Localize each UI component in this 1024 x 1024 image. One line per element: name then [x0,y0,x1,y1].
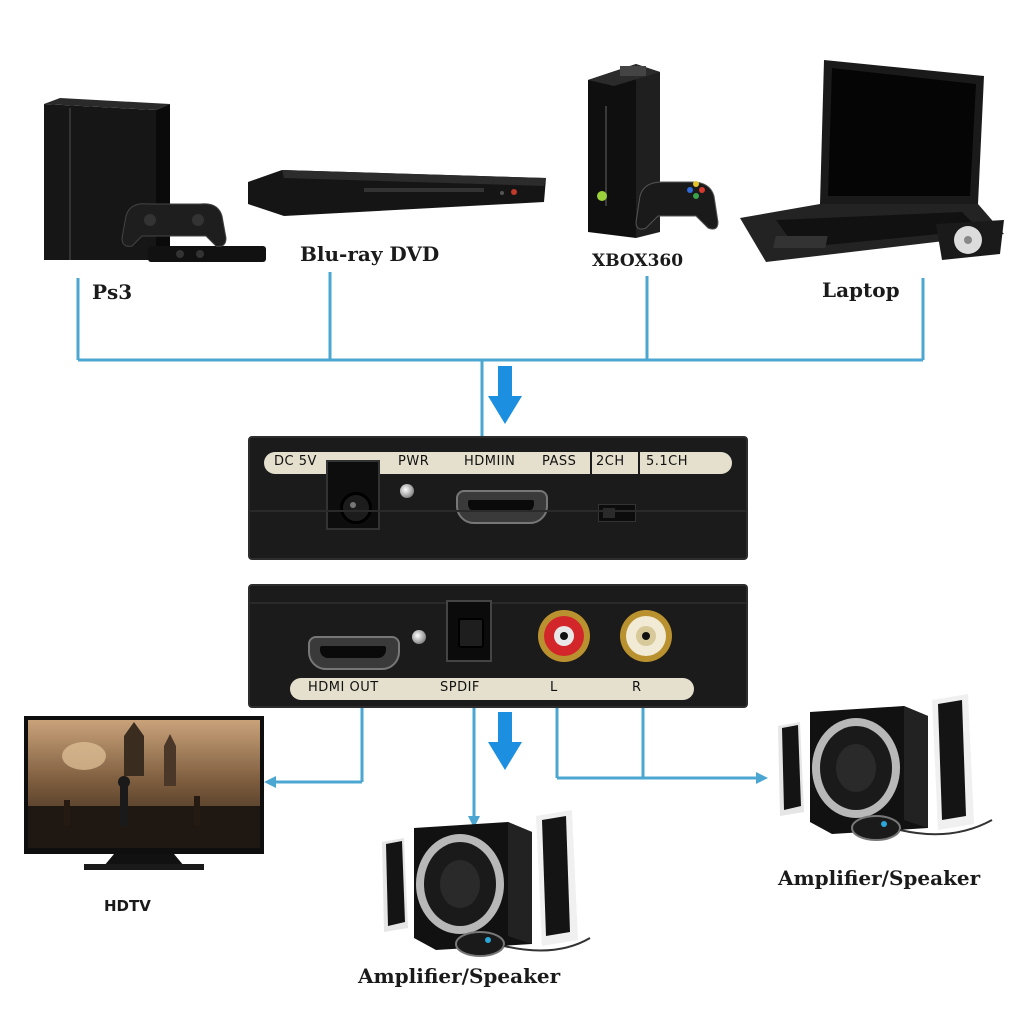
bluray-player-image [244,164,550,222]
power-led [400,484,414,498]
rca-right-pin [642,632,650,640]
xbox360-console-image [584,56,720,242]
laptop-image [736,56,1006,272]
output-led [412,630,426,644]
input-label-strip [264,452,732,474]
converter-output-panel: HDMI OUT SPDIF L R [248,584,748,708]
rca-left-jack[interactable] [538,610,590,662]
rca-left-pin [560,632,568,640]
hdmi-in-port[interactable] [456,490,548,524]
audio-left-label: L [550,680,558,695]
hdmi-out-slot [320,646,386,658]
spdif-optical-port[interactable] [446,600,492,662]
hdmi-out-label: HDMI OUT [308,680,379,695]
spdif-port-opening [458,618,484,648]
hdmi-out-port[interactable] [308,636,400,670]
ps3-console-image [30,96,270,268]
panel-edge [250,602,746,604]
hdmi-in-slot [468,500,534,512]
speaker-right-label: Amplifier/Speaker [778,866,981,890]
converter-input-panel: DC 5V PWR HDMIIN PASS 2CH 5.1CH [248,436,748,560]
dc-jack-pin [350,502,356,508]
output-label-strip [290,678,694,700]
dc5v-label: DC 5V [274,454,317,469]
spdif-label: SPDIF [440,680,480,695]
strip-divider [638,452,640,474]
xbox360-label: XBOX360 [592,251,684,271]
rca-right-jack[interactable] [620,610,672,662]
speaker-set-right-image [772,692,1012,848]
strip-divider [590,452,592,474]
pwr-label: PWR [398,454,430,469]
hdmi-in-label: HDMIIN [464,454,516,469]
pass-label: PASS [542,454,577,469]
panel-edge [250,510,746,512]
dc-power-jack[interactable] [326,460,380,530]
switch-knob [603,508,615,518]
laptop-label: Laptop [822,278,900,302]
5-1ch-label: 5.1CH [646,454,689,469]
channel-switch[interactable] [598,504,636,522]
ps3-label: Ps3 [92,280,133,304]
dc-jack-hole [340,492,372,524]
bluray-label: Blu-ray DVD [300,242,440,266]
speaker-set-center-image [376,808,616,964]
audio-right-label: R [632,680,642,695]
speaker-center-label: Amplifier/Speaker [358,964,561,988]
hdtv-image [24,716,264,874]
hdtv-label: HDTV [104,897,151,915]
2ch-label: 2CH [596,454,625,469]
